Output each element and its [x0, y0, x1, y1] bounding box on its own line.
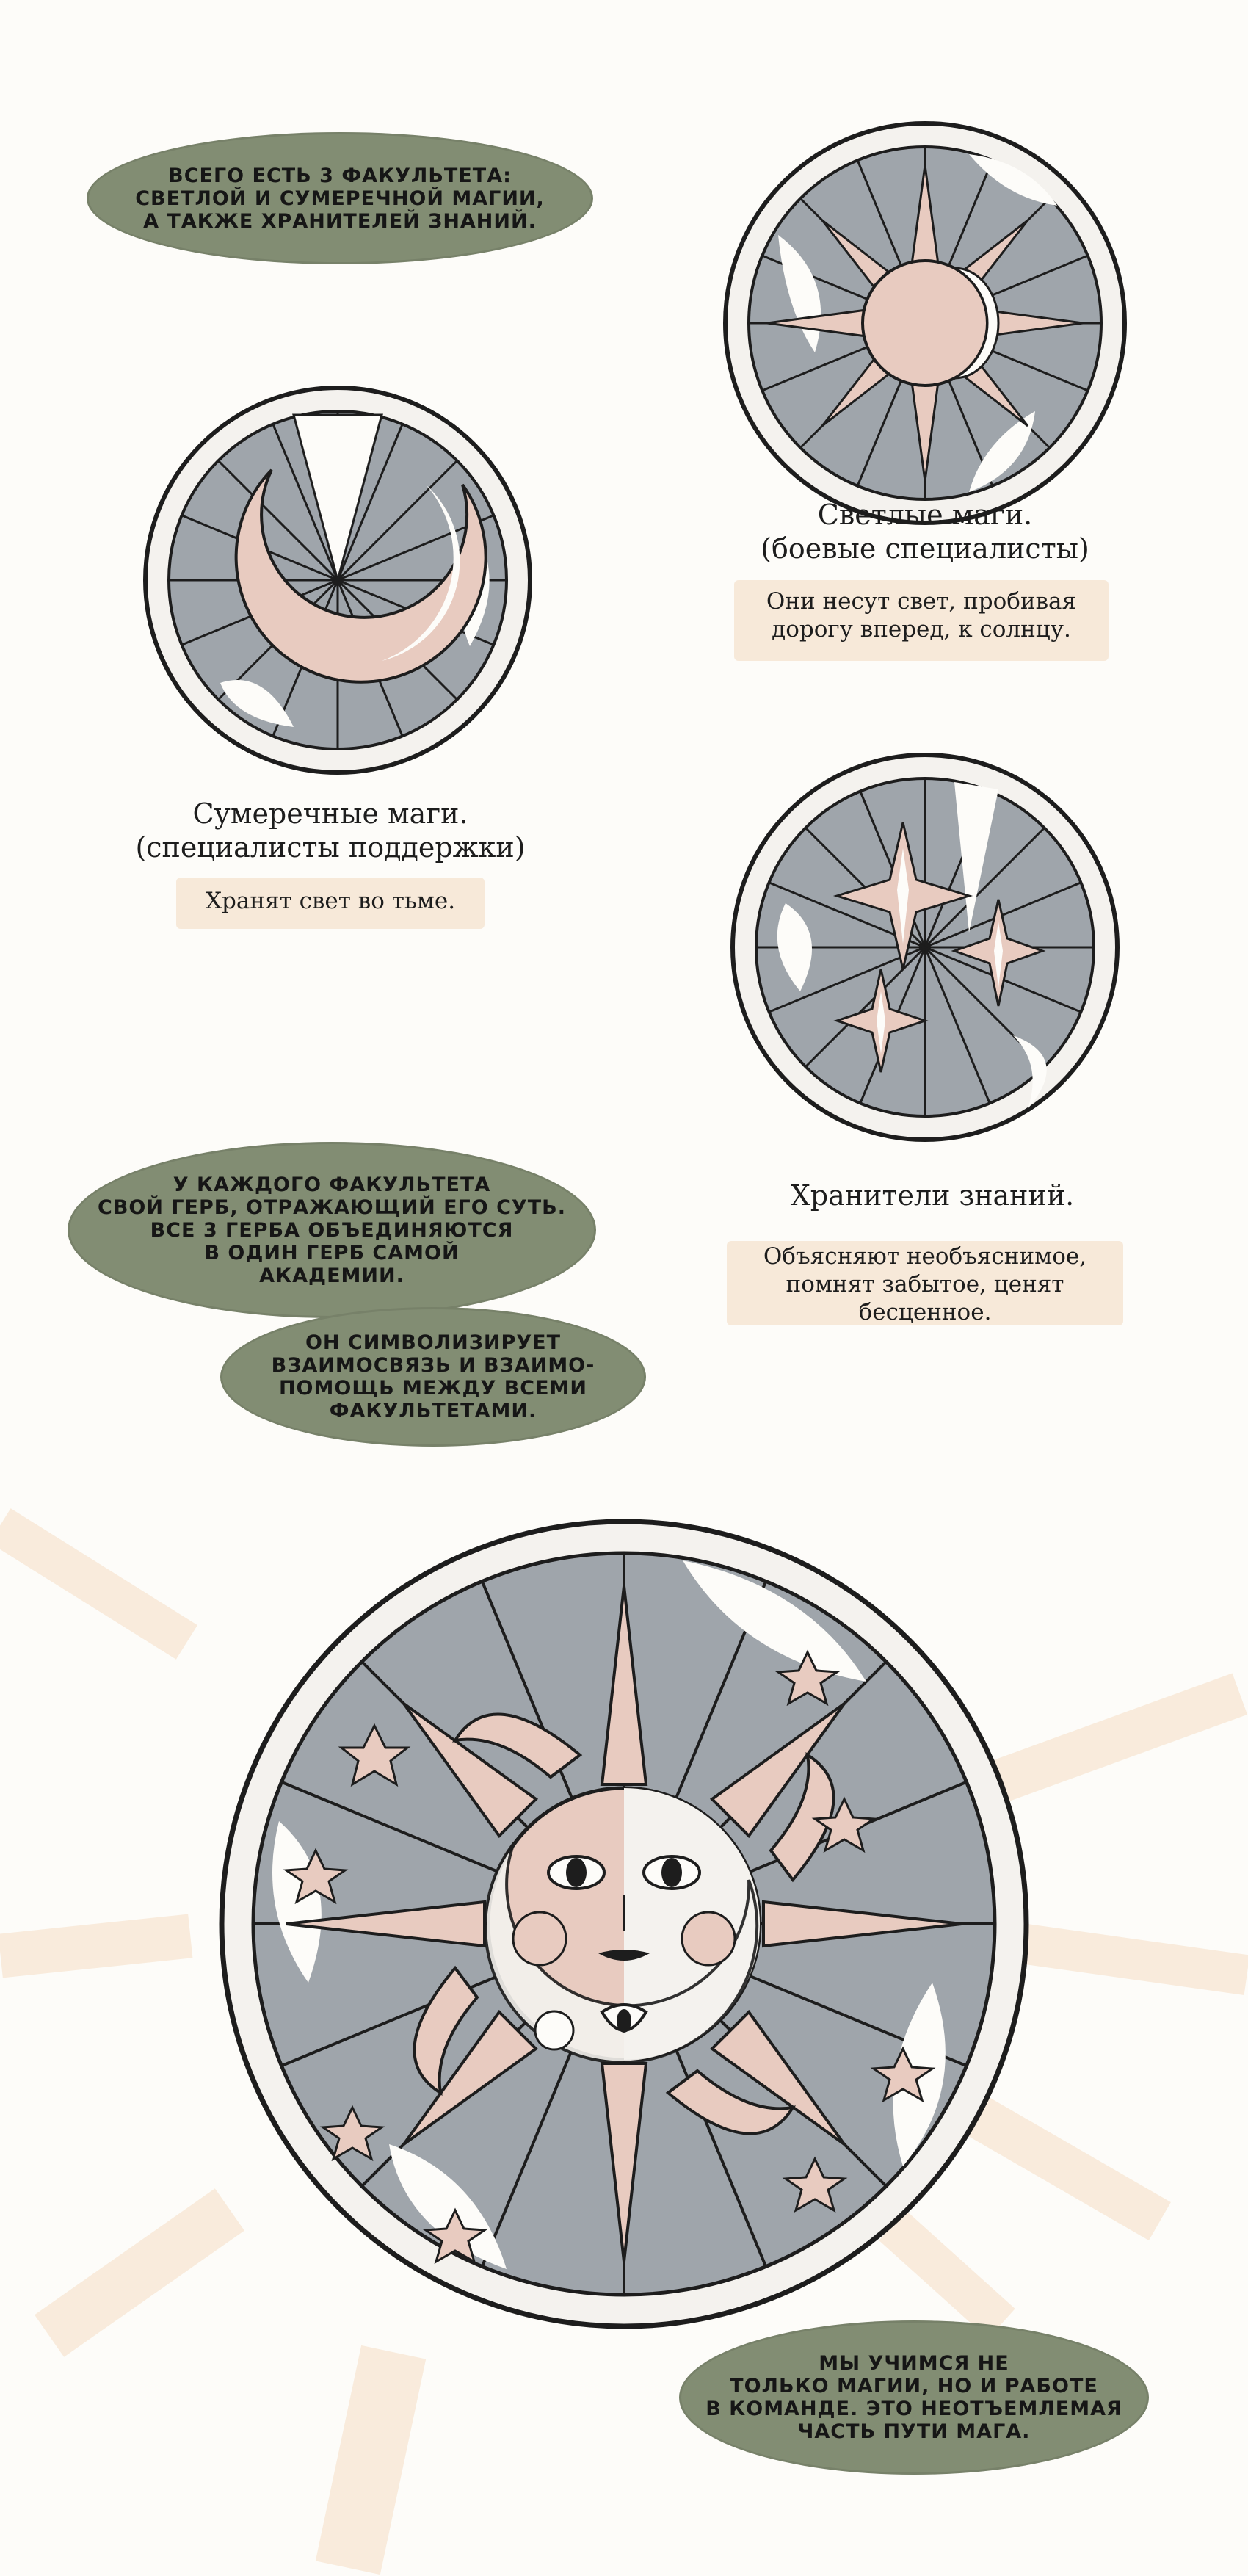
sun-emblem — [723, 121, 1127, 525]
light-ray — [0, 1508, 197, 1660]
faculty-description-light: Они несут свет, пробивая дорогу вперед, … — [766, 588, 1077, 643]
faculty-title-knowledge: Хранители знаний. — [790, 1179, 1075, 1212]
caption-wash — [734, 580, 1109, 661]
speech-bubble-intro: ВСЕГО ЕСТЬ 3 ФАКУЛЬТЕТА: СВЕТЛОЙ И СУМЕР… — [87, 132, 593, 264]
faculty-title-twilight: Сумеречные маги. (специалисты поддержки) — [135, 797, 526, 864]
speech-bubble-team: МЫ УЧИМСЯ НЕ ТОЛЬКО МАГИИ, НО И РАБОТЕ В… — [679, 2320, 1149, 2475]
light-ray — [1011, 1922, 1248, 1995]
faculty-title-light: Светлые маги. (боевые специалисты) — [761, 499, 1089, 565]
faculty-description-knowledge: Объясняют необъяснимое, помнят забытое, … — [763, 1243, 1087, 1325]
caption-wash — [176, 878, 485, 929]
speech-bubble-crest: У КАЖДОГО ФАКУЛЬТЕТА СВОЙ ГЕРБ, ОТРАЖАЮЩ… — [68, 1142, 596, 1318]
faculty-description-twilight: Хранят свет во тьме. — [205, 888, 456, 914]
light-ray — [315, 2345, 427, 2575]
academy-crest — [219, 1519, 1029, 2329]
speech-bubble-symbol: ОН СИМВОЛИЗИРУЕТ ВЗАИМОСВЯЗЬ И ВЗАИМО- П… — [220, 1307, 646, 1447]
stars-emblem — [730, 753, 1120, 1142]
caption-wash — [727, 1241, 1123, 1325]
light-ray — [0, 1914, 193, 1978]
moon-emblem — [143, 386, 532, 775]
